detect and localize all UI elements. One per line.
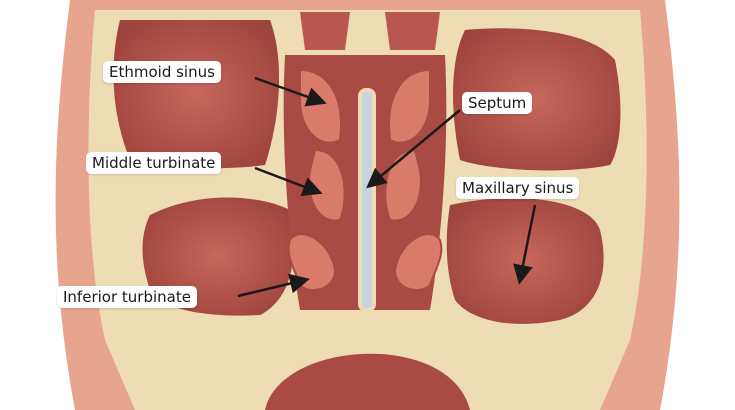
pointer-arrows xyxy=(237,76,537,298)
septum xyxy=(358,88,376,312)
label-maxillary-sinus: Maxillary sinus xyxy=(456,177,580,199)
label-ethmoid-sinus: Ethmoid sinus xyxy=(103,61,221,83)
arrow-inferior-turbinate xyxy=(237,273,310,298)
label-middle-turbinate: Middle turbinate xyxy=(86,152,222,174)
label-septum: Septum xyxy=(462,92,533,114)
arrow-septum xyxy=(366,109,461,189)
right-upper-cavity xyxy=(453,28,621,171)
arrow-maxillary xyxy=(513,204,537,285)
label-inferior-turbinate: Inferior turbinate xyxy=(57,286,197,308)
oral-cavity xyxy=(265,353,470,410)
arrow-middle-turbinate xyxy=(254,166,323,197)
left-upper-cavity xyxy=(113,20,280,169)
arrow-ethmoid xyxy=(254,76,327,107)
right-maxillary-sinus xyxy=(446,198,604,324)
